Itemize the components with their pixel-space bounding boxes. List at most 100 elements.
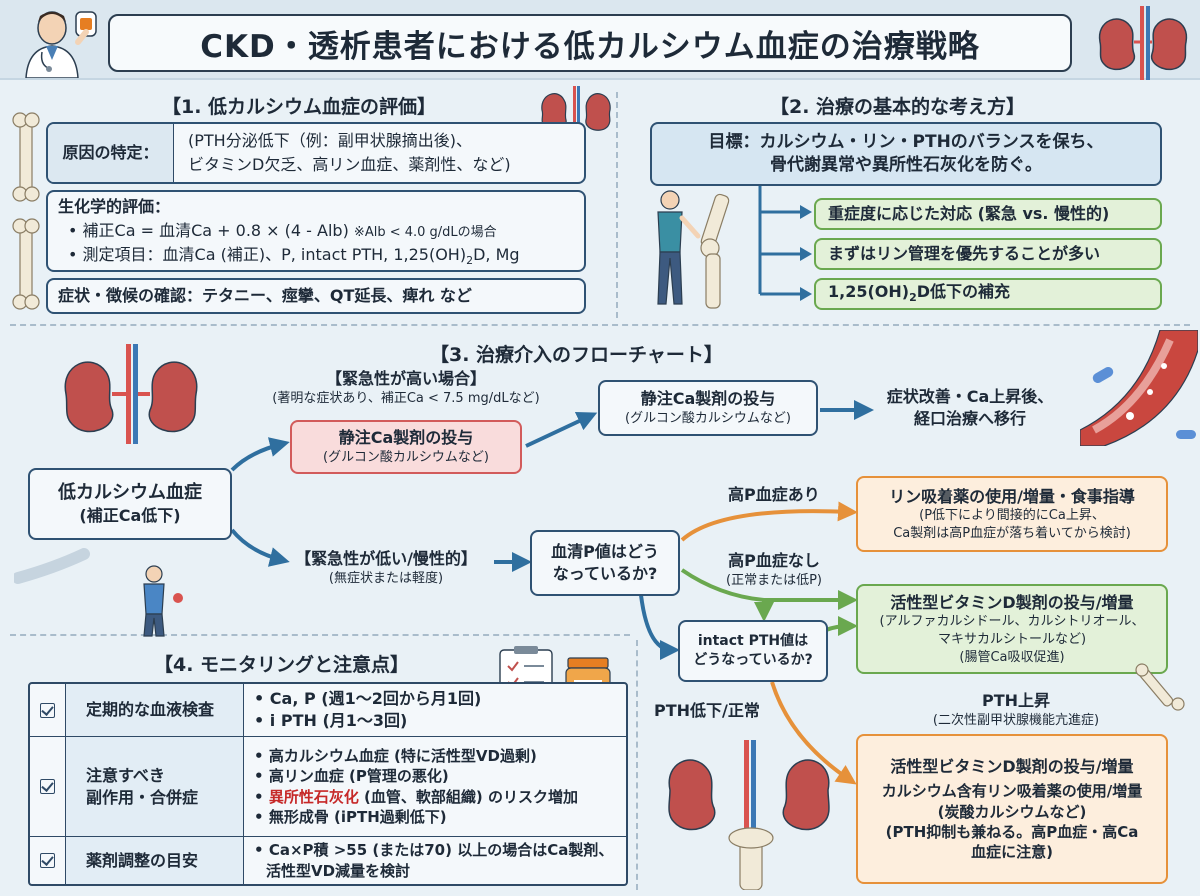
bone-illustration-left bbox=[12, 112, 40, 310]
biochem-item2-text: 測定項目：血清Ca (補正)、P, intact PTH, 1,25(OH) bbox=[82, 245, 467, 264]
page-title: CKD・透析患者における低カルシウム血症の治療戦略 bbox=[108, 14, 1072, 72]
chronic-label-block: 【緊急性が低い/慢性的】 (無症状または軽度) bbox=[278, 548, 494, 587]
iv-node-1: 静注Ca製剤の投与 (グルコン酸カルシウムなど) bbox=[290, 420, 522, 474]
person-illustration-small bbox=[14, 548, 183, 637]
start-node: 低カルシウム血症 (補正Ca低下) bbox=[28, 468, 232, 540]
row2-detail: • 高リン血症 (P管理の悪化) bbox=[254, 767, 449, 786]
pth-question-line1: intact PTH値は bbox=[697, 633, 809, 650]
iv2-line1: 静注Ca製剤の投与 bbox=[640, 389, 776, 409]
row1-detail-2: i PTH (月1〜3回) bbox=[269, 711, 408, 730]
row3-category-cell: 薬剤調整の目安 bbox=[66, 837, 244, 884]
monitoring-row-3: 薬剤調整の目安 • Ca×P積 >55 (または70) 以上の場合はCa製剤、 … bbox=[30, 836, 626, 884]
after-iv-line2: 経口治療へ移行 bbox=[913, 408, 1026, 428]
vitd2-line3: (炭酸カルシウムなど) bbox=[937, 802, 1087, 821]
vitd-node-2: 活性型ビタミンD製剤の投与/増量 カルシウム含有リン吸着薬の使用/増量 (炭酸カ… bbox=[856, 734, 1168, 884]
vitd1-note1: (アルファカルシドール、カルシトリオール、 bbox=[879, 614, 1145, 630]
section4-heading: 【4. モニタリングと注意点】 bbox=[154, 654, 410, 676]
iv2-line2: (グルコン酸カルシウムなど) bbox=[625, 411, 791, 427]
point3-sub: 2 bbox=[909, 291, 917, 305]
symptom-box: 症状・徴候の確認：テタニー、痙攣、QT延長、痺れ など bbox=[46, 278, 586, 314]
goal-line2: 骨代謝異常や異所性石灰化を防ぐ。 bbox=[770, 155, 1042, 175]
biochem-item1: • 補正Ca = 血清Ca + 0.8 × (4 - Alb) ※Alb < 4… bbox=[68, 221, 497, 240]
vitd2-title: 活性型ビタミンD製剤の投与/増量 bbox=[890, 756, 1134, 776]
iv1-line1: 静注Ca製剤の投与 bbox=[338, 428, 474, 448]
checkbox-icon bbox=[40, 853, 55, 868]
urgent-label-block: 【緊急性が高い場合】 (著明な症状あり、補正Ca < 7.5 mg/dLなど) bbox=[238, 368, 574, 407]
chronic-label: 【緊急性が低い/慢性的】 bbox=[295, 549, 477, 568]
biochem-item1-text: 補正Ca = 血清Ca + 0.8 × (4 - Alb) bbox=[82, 221, 349, 240]
person-bone-illustration bbox=[657, 190, 730, 309]
row2-checkbox-cell bbox=[30, 737, 66, 836]
kidney-illustration-small bbox=[541, 86, 611, 136]
monitoring-table: 定期的な血液検査 • Ca, P (週1〜2回から月1回) • i PTH (月… bbox=[28, 682, 628, 886]
after-iv-line1: 症状改善・Ca上昇後、 bbox=[886, 387, 1054, 406]
symptom-text: 症状・徴候の確認：テタニー、痙攣、QT延長、痺れ など bbox=[58, 286, 472, 306]
row3-detail-cell: • Ca×P積 >55 (または70) 以上の場合はCa製剤、 活性型VD減量を… bbox=[244, 837, 626, 884]
bone-illustration-right bbox=[1135, 663, 1185, 711]
section3-heading: 【3. 治療介入のフローチャート】 bbox=[430, 344, 723, 366]
point1-text: 重症度に応じた対応 (緊急 vs. 慢性的) bbox=[828, 204, 1110, 224]
row3-checkbox-cell bbox=[30, 837, 66, 884]
cause-box: 原因の特定： (PTH分泌低下（例：副甲状腺摘出後)、 ビタミンD欠乏、高リン血… bbox=[46, 122, 586, 184]
row1-category: 定期的な血液検査 bbox=[86, 700, 215, 720]
high-p-label: 高P血症あり bbox=[728, 485, 820, 504]
section1-heading: 【1. 低カルシウム血症の評価】 bbox=[162, 96, 437, 118]
cause-line1: (PTH分泌低下（例：副甲状腺摘出後)、 bbox=[188, 131, 472, 150]
cause-label: 原因の特定： bbox=[62, 143, 159, 163]
blood-vessel-illustration bbox=[1080, 330, 1198, 446]
page-title-text: CKD・透析患者における低カルシウム血症の治療戦略 bbox=[200, 28, 980, 65]
binder-title: リン吸着薬の使用/増量・食事指導 bbox=[889, 486, 1135, 506]
no-high-p-note: (正常または低P) bbox=[726, 572, 822, 588]
pth-low-label: PTH低下/正常 bbox=[654, 701, 760, 720]
row3-detail: • Ca×P積 >55 (または70) 以上の場合はCa製剤、 bbox=[254, 841, 614, 860]
kidney-illustration-top bbox=[1098, 6, 1188, 80]
row2-category-line2: 副作用・合併症 bbox=[86, 787, 199, 807]
start-line2: (補正Ca低下) bbox=[79, 506, 181, 526]
row3-detail-2: 活性型VD減量を検討 bbox=[266, 861, 411, 880]
doctor-illustration bbox=[25, 11, 97, 78]
pth-question-line2: どうなっているか? bbox=[693, 652, 813, 668]
row1-detail-cell: • Ca, P (週1〜2回から月1回) • i PTH (月1〜3回) bbox=[244, 684, 626, 736]
start-line1: 低カルシウム血症 bbox=[58, 482, 202, 504]
no-high-p-block: 高P血症なし (正常または低P) bbox=[710, 550, 838, 589]
biochem-item2: • 測定項目：血清Ca (補正)、P, intact PTH, 1,25(OH)… bbox=[68, 245, 520, 268]
row2-detail-1: 高カルシウム血症 (特に活性型VD過剰) bbox=[268, 747, 537, 765]
checkbox-icon bbox=[40, 702, 55, 718]
binder-note1: (P低下により間接的にCa上昇、 bbox=[919, 508, 1105, 524]
row2-detail-last: 無形成骨 (iPTH過剰低下) bbox=[268, 807, 447, 826]
vitd-node-1: 活性型ビタミンD製剤の投与/増量 (アルファカルシドール、カルシトリオール、 マ… bbox=[856, 584, 1168, 674]
binder-note2: Ca製剤は高P血症が落ち着いてから検討) bbox=[893, 525, 1131, 541]
point3-text: 1,25(OH)2D低下の補充 bbox=[828, 281, 1010, 306]
no-high-p-label: 高P血症なし bbox=[728, 551, 820, 570]
divider-horizontal-bottom bbox=[10, 634, 630, 636]
row1-checkbox-cell bbox=[30, 684, 66, 736]
cause-label-cell: 原因の特定： bbox=[48, 124, 174, 182]
iv1-line2: (グルコン酸カルシウムなど) bbox=[323, 450, 489, 466]
chronic-note: (無症状または軽度) bbox=[328, 570, 444, 586]
divider-horizontal-top bbox=[10, 324, 1190, 326]
checkbox-icon bbox=[40, 779, 55, 794]
monitoring-row-2: 注意すべき 副作用・合併症 • 高カルシウム血症 (特に活性型VD過剰) • 高… bbox=[30, 736, 626, 836]
row2-highlight: 異所性石灰化 bbox=[268, 787, 359, 806]
binder-node: リン吸着薬の使用/増量・食事指導 (P低下により間接的にCa上昇、 Ca製剤は高… bbox=[856, 476, 1168, 552]
point2-box: まずはリン管理を優先することが多い bbox=[814, 238, 1162, 270]
section2-connector bbox=[758, 186, 812, 301]
point1-box: 重症度に応じた対応 (緊急 vs. 慢性的) bbox=[814, 198, 1162, 230]
p-question-line1: 血清P値はどう bbox=[551, 542, 659, 562]
vitd1-title: 活性型ビタミンD製剤の投与/増量 bbox=[890, 592, 1134, 612]
pth-high-label: PTH上昇 bbox=[981, 691, 1051, 710]
vitd2-line4: (PTH抑制も兼ねる。高P血症・高Ca bbox=[885, 822, 1139, 841]
iv-node-2: 静注Ca製剤の投与 (グルコン酸カルシウムなど) bbox=[598, 380, 818, 436]
monitoring-row-1: 定期的な血液検査 • Ca, P (週1〜2回から月1回) • i PTH (月… bbox=[30, 684, 626, 736]
p-question-node: 血清P値はどう なっているか? bbox=[530, 530, 680, 596]
vitd1-note3: (腸管Ca吸収促進) bbox=[959, 649, 1065, 665]
goal-line1: 目標：カルシウム・リン・PTHのバランスを保ち、 bbox=[708, 132, 1104, 153]
divider-vertical-bottom bbox=[636, 640, 638, 890]
point3-box: 1,25(OH)2D低下の補充 bbox=[814, 278, 1162, 310]
section2-heading: 【2. 治療の基本的な考え方】 bbox=[770, 96, 1026, 118]
vitd1-note2: マキサカルシトールなど) bbox=[937, 632, 1087, 648]
urgent-note: (著明な症状あり、補正Ca < 7.5 mg/dLなど) bbox=[272, 390, 540, 406]
row2-category-cell: 注意すべき 副作用・合併症 bbox=[66, 737, 244, 836]
cause-line2: ビタミンD欠乏、高リン血症、薬剤性、など) bbox=[188, 155, 511, 174]
